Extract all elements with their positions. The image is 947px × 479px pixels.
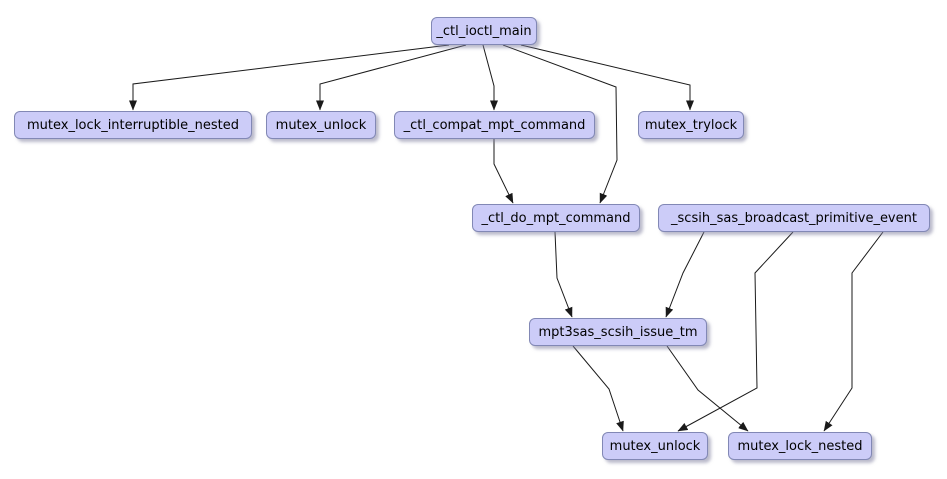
edge-scsih-sas-broadcast-primitive-event-to-mpt3sas-scsih-issue-tm	[665, 231, 705, 318]
node-mutex-unlock-top[interactable]: mutex_unlock	[266, 111, 376, 139]
node-mutex-unlock-bottom[interactable]: mutex_unlock	[602, 432, 708, 460]
edge-ctl-ioctl-main-to-mutex-lock-interruptible-nested	[129, 44, 450, 111]
edge-mpt3sas-scsih-issue-tm-to-mutex-lock-nested	[666, 345, 749, 432]
edge-ctl-ioctl-main-to-mutex-trylock	[520, 44, 694, 111]
edge-scsih-sas-broadcast-primitive-event-to-mutex-lock-nested	[823, 231, 884, 432]
node-ctl-ioctl-main[interactable]: _ctl_ioctl_main	[431, 17, 537, 45]
node-mutex-lock-interruptible-nested[interactable]: mutex_lock_interruptible_nested	[14, 111, 252, 139]
edge-ctl-ioctl-main-to-ctl-do-mpt-command	[502, 44, 618, 204]
edge-ctl-ioctl-main-to-ctl-compat-mpt-command	[482, 44, 498, 111]
edge-ctl-do-mpt-command-to-mpt3sas-scsih-issue-tm	[554, 231, 573, 318]
node-mutex-lock-nested[interactable]: mutex_lock_nested	[728, 432, 872, 460]
node-mpt3sas-scsih-issue-tm[interactable]: mpt3sas_scsih_issue_tm	[529, 318, 707, 346]
node-ctl-compat-mpt-command[interactable]: _ctl_compat_mpt_command	[394, 111, 595, 139]
edge-scsih-sas-broadcast-primitive-event-to-mutex-unlock	[677, 231, 794, 432]
edge-mpt3sas-scsih-issue-tm-to-mutex-unlock	[572, 345, 624, 432]
edge-ctl-ioctl-main-to-mutex-unlock	[316, 44, 467, 111]
node-scsih-sas-broadcast-primitive-event[interactable]: _scsih_sas_broadcast_primitive_event	[658, 204, 930, 232]
node-mutex-trylock[interactable]: mutex_trylock	[638, 111, 744, 139]
edge-ctl-compat-mpt-command-to-ctl-do-mpt-command	[493, 139, 514, 204]
node-ctl-do-mpt-command[interactable]: _ctl_do_mpt_command	[472, 204, 640, 232]
